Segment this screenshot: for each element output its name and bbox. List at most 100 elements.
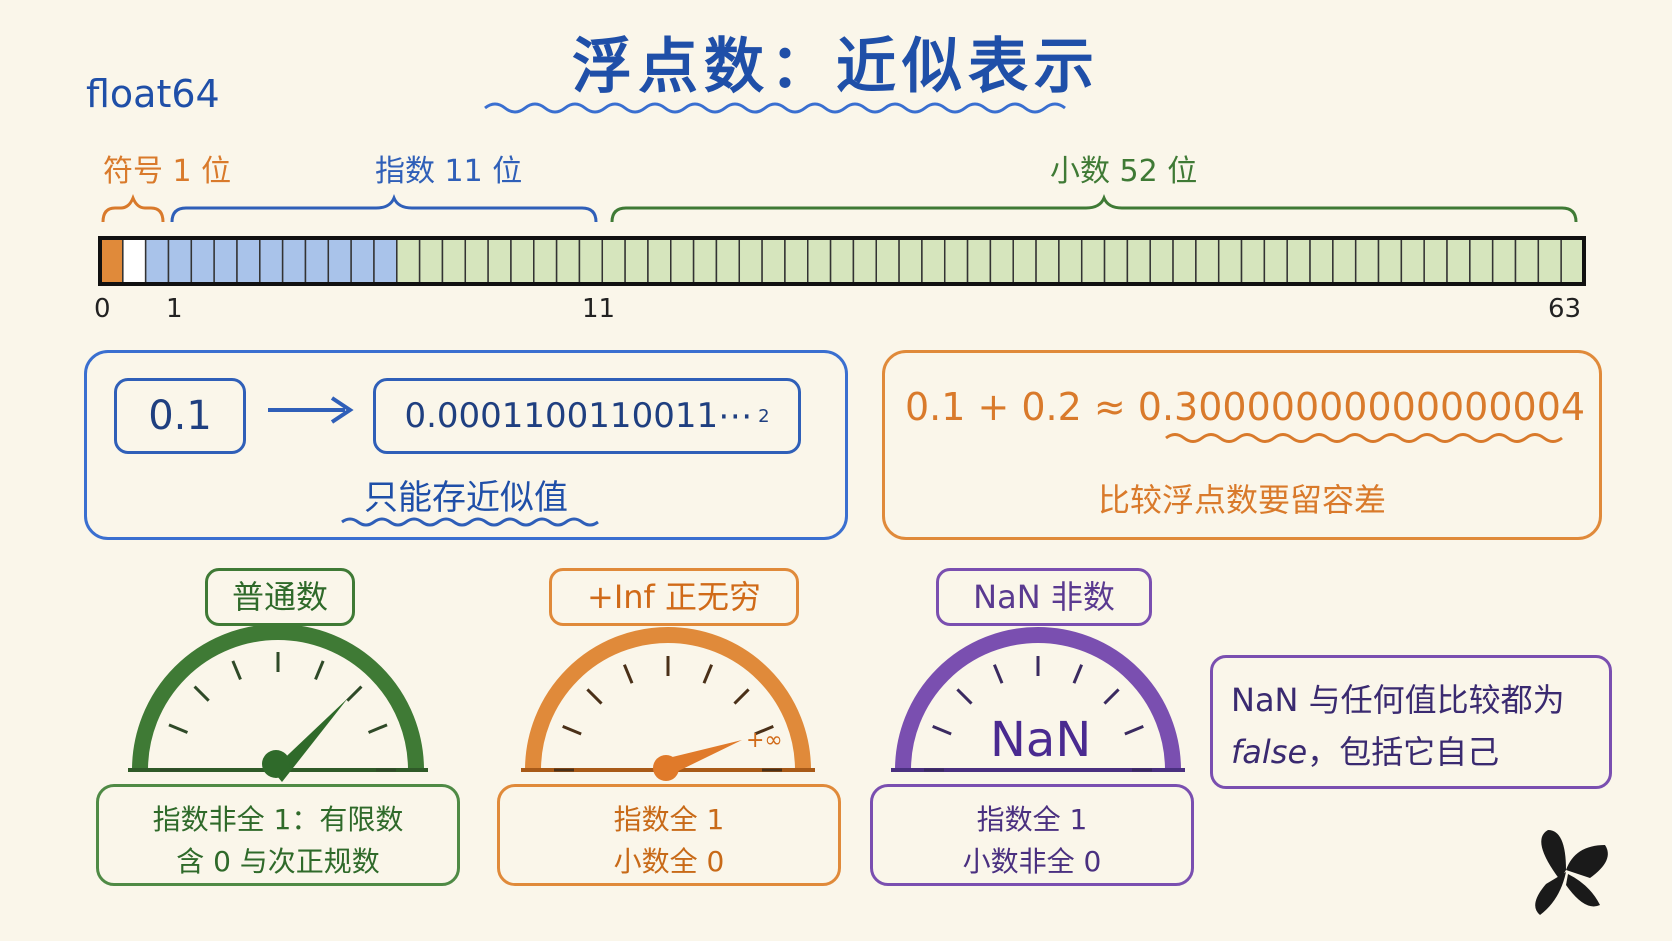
nan-comparison-note: NaN 与任何值比较都为 false，包括它自己 [1210, 655, 1612, 789]
bit-cell [761, 237, 786, 285]
bit-cell [852, 237, 877, 285]
bit-cell [1400, 237, 1425, 285]
gauge-tick [231, 660, 242, 681]
fraction-bits-label: 小数 52 位 [1050, 154, 1198, 189]
bit-cell [601, 237, 626, 285]
gauge-tick [1103, 688, 1120, 705]
bit-cell [989, 237, 1014, 285]
nan-note-false: false [1231, 733, 1308, 771]
inf-gauge [521, 627, 815, 781]
gauge-tick [992, 664, 1004, 684]
bit-cell [327, 237, 352, 285]
bit-cell [921, 237, 946, 285]
bit-cell [1537, 237, 1562, 285]
bit-cell [1332, 237, 1357, 285]
bit-cell [738, 237, 763, 285]
page-title: 浮点数：近似表示 [572, 32, 1100, 102]
sum-underline [1165, 433, 1563, 443]
sign-brace [101, 193, 165, 223]
bit-cell [304, 237, 330, 285]
bit-cell [647, 237, 672, 285]
bit-cell [281, 237, 307, 285]
bit-cell [555, 237, 581, 285]
inf-info-line1: 指数全 1 [613, 803, 725, 836]
bit-cell [966, 237, 992, 285]
bit-cell [213, 237, 238, 285]
bit-cell [464, 237, 489, 285]
gauge-tick [702, 664, 714, 684]
bit-cell [1035, 237, 1060, 285]
bit-cell [624, 237, 649, 285]
bit-cell [1149, 237, 1174, 285]
bit-cell [1103, 237, 1129, 285]
bit-cell [578, 237, 604, 285]
fraction-brace [610, 193, 1578, 223]
bit-cell [1377, 237, 1403, 285]
normal-info-card: 指数非全 1：有限数 含 0 与次正规数 [96, 784, 460, 886]
bit-cell [875, 237, 900, 285]
gauge-tick [956, 688, 973, 705]
bit-cell [533, 237, 558, 285]
bit-cell [1491, 237, 1517, 285]
bit-cell [1263, 237, 1288, 285]
bit-cell [1172, 237, 1197, 285]
decimal-input-box: 0.1 [114, 378, 246, 454]
bit-bar-outline [98, 236, 1586, 286]
bit-cell [1446, 237, 1471, 285]
normal-label: 普通数 [205, 568, 355, 626]
title-underline [484, 102, 1066, 114]
bit-cell [122, 237, 147, 285]
bit-cell [1195, 237, 1220, 285]
bit-cell [1240, 237, 1266, 285]
gauge-tick [346, 685, 363, 702]
format-label: float64 [86, 72, 220, 116]
nan-info-card: 指数全 1 小数非全 0 [870, 784, 1194, 886]
bit-cell [1126, 237, 1151, 285]
arrow-right-icon [268, 396, 354, 424]
bit-cell [441, 237, 467, 285]
bit-cell [1012, 237, 1037, 285]
bit-cell [259, 237, 284, 285]
bit-cell [350, 237, 375, 285]
bit-cell [373, 237, 398, 285]
bit-cell [1217, 237, 1243, 285]
bit-cell [236, 237, 261, 285]
bit-cell [1286, 237, 1311, 285]
inf-info-line2: 小数全 0 [613, 845, 725, 878]
bit-bar [98, 236, 1586, 286]
gauge-tick [168, 723, 189, 734]
sum-card [882, 350, 1602, 540]
tolerance-note: 比较浮点数要留容差 [1097, 481, 1386, 519]
normal-info-line2: 含 0 与次正规数 [176, 845, 380, 878]
sum-expression: 0.1 + 0.2 ≈ 0.30000000000000004 [904, 385, 1586, 429]
bit-cell [784, 237, 809, 285]
bit-cell [510, 237, 535, 285]
sign-bits-label: 符号 1 位 [103, 154, 232, 189]
bit-cell [898, 237, 923, 285]
bit-cell [1423, 237, 1448, 285]
binary-value-box: 0.0001100110011⋯2 [373, 378, 801, 454]
bit-cell [1469, 237, 1494, 285]
gauge-tick [622, 664, 634, 684]
inf-label: +Inf 正无穷 [549, 568, 799, 626]
bit-index-11: 11 [582, 294, 616, 324]
nan-note-line2: false，包括它自己 [1231, 726, 1591, 778]
gauge-tick [733, 688, 750, 705]
approximation-note: 只能存近似值 [364, 478, 568, 518]
bit-cell [715, 237, 741, 285]
bit-cell [1309, 237, 1334, 285]
bit-cell [167, 237, 193, 285]
nan-gauge-text: NaN [990, 712, 1092, 768]
gauge-tick [932, 724, 952, 736]
nan-info-line1: 指数全 1 [976, 803, 1088, 836]
normal-gauge [128, 624, 428, 782]
nan-note-rest: ，包括它自己 [1307, 733, 1500, 771]
exponent-bits-label: 指数 11 位 [375, 154, 523, 189]
bit-cell [1354, 237, 1380, 285]
inf-info-card: 指数全 1 小数全 0 [497, 784, 841, 886]
bit-index-0: 0 [94, 294, 111, 324]
bit-cell [943, 237, 969, 285]
gauge-tick [314, 660, 325, 681]
bit-index-63: 63 [1548, 294, 1582, 324]
